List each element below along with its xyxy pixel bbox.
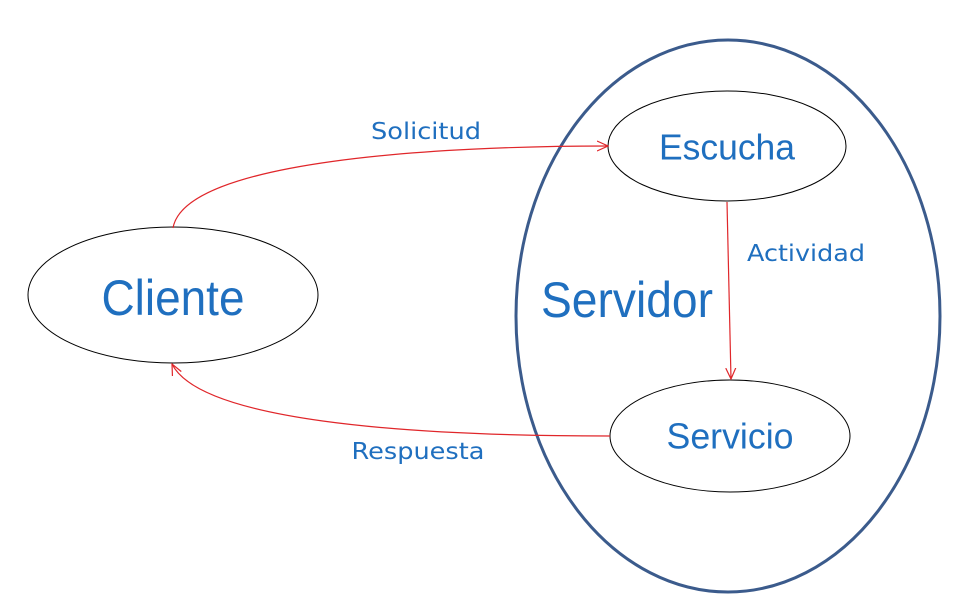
cliente-label: Cliente <box>102 270 245 326</box>
actividad-label: Actividad <box>747 241 865 267</box>
solicitud-label: Solicitud <box>371 119 481 145</box>
servidor-label: Servidor <box>541 272 713 328</box>
actividad-arrow <box>727 201 731 379</box>
servicio-label: Servicio <box>667 416 794 457</box>
escucha-label: Escucha <box>659 127 796 168</box>
respuesta-label: Respuesta <box>352 439 485 465</box>
solicitud-arrow <box>172 146 608 229</box>
respuesta-arrow <box>172 364 611 437</box>
servidor-boundary <box>514 38 942 594</box>
